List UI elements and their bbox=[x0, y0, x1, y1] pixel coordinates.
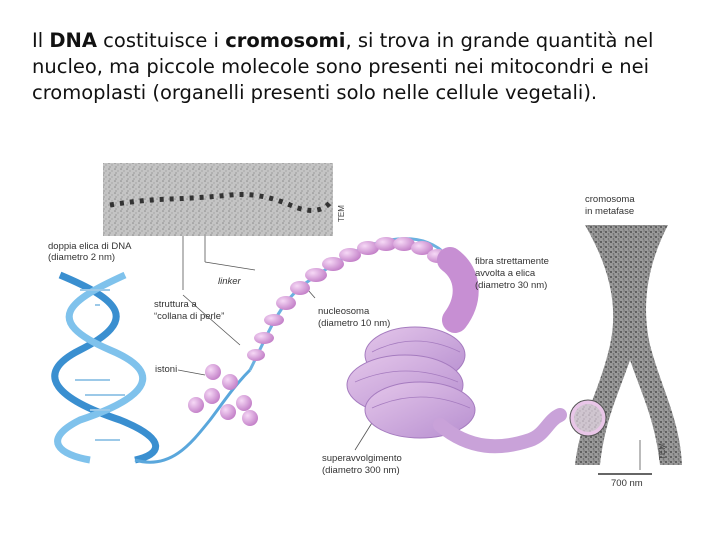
label-double-helix-1: doppia elica di DNA bbox=[48, 241, 132, 252]
label-nucleosome-2: (diametro 10 nm) bbox=[318, 318, 390, 329]
label-chromosome-1: cromosoma bbox=[585, 194, 635, 205]
label-scale: 700 nm bbox=[611, 478, 643, 489]
label-histones: istoni bbox=[155, 364, 177, 375]
label-double-helix-2: (diametro 2 nm) bbox=[48, 252, 115, 263]
label-fiber-2: avvolta a elica bbox=[475, 268, 536, 279]
label-beads-1: struttura a bbox=[154, 299, 197, 310]
label-fiber-3: (diametro 30 nm) bbox=[475, 280, 547, 291]
label-supercoil-2: (diametro 300 nm) bbox=[322, 465, 400, 476]
label-fiber-1: fibra strettamente bbox=[475, 256, 549, 267]
label-supercoil-1: superavvolgimento bbox=[322, 453, 402, 464]
tem-micrograph-beads: TEM bbox=[103, 163, 346, 236]
metaphase-chromosome: TEM bbox=[570, 225, 682, 474]
tem-label-top: TEM bbox=[337, 205, 346, 222]
label-nucleosome-1: nucleosoma bbox=[318, 306, 370, 317]
dna-double-helix bbox=[55, 275, 250, 462]
tem-label-right: TEM bbox=[658, 443, 667, 460]
label-linker: linker bbox=[218, 276, 242, 287]
label-chromosome-2: in metafase bbox=[585, 206, 634, 217]
label-beads-2: “collana di perle” bbox=[154, 311, 224, 322]
